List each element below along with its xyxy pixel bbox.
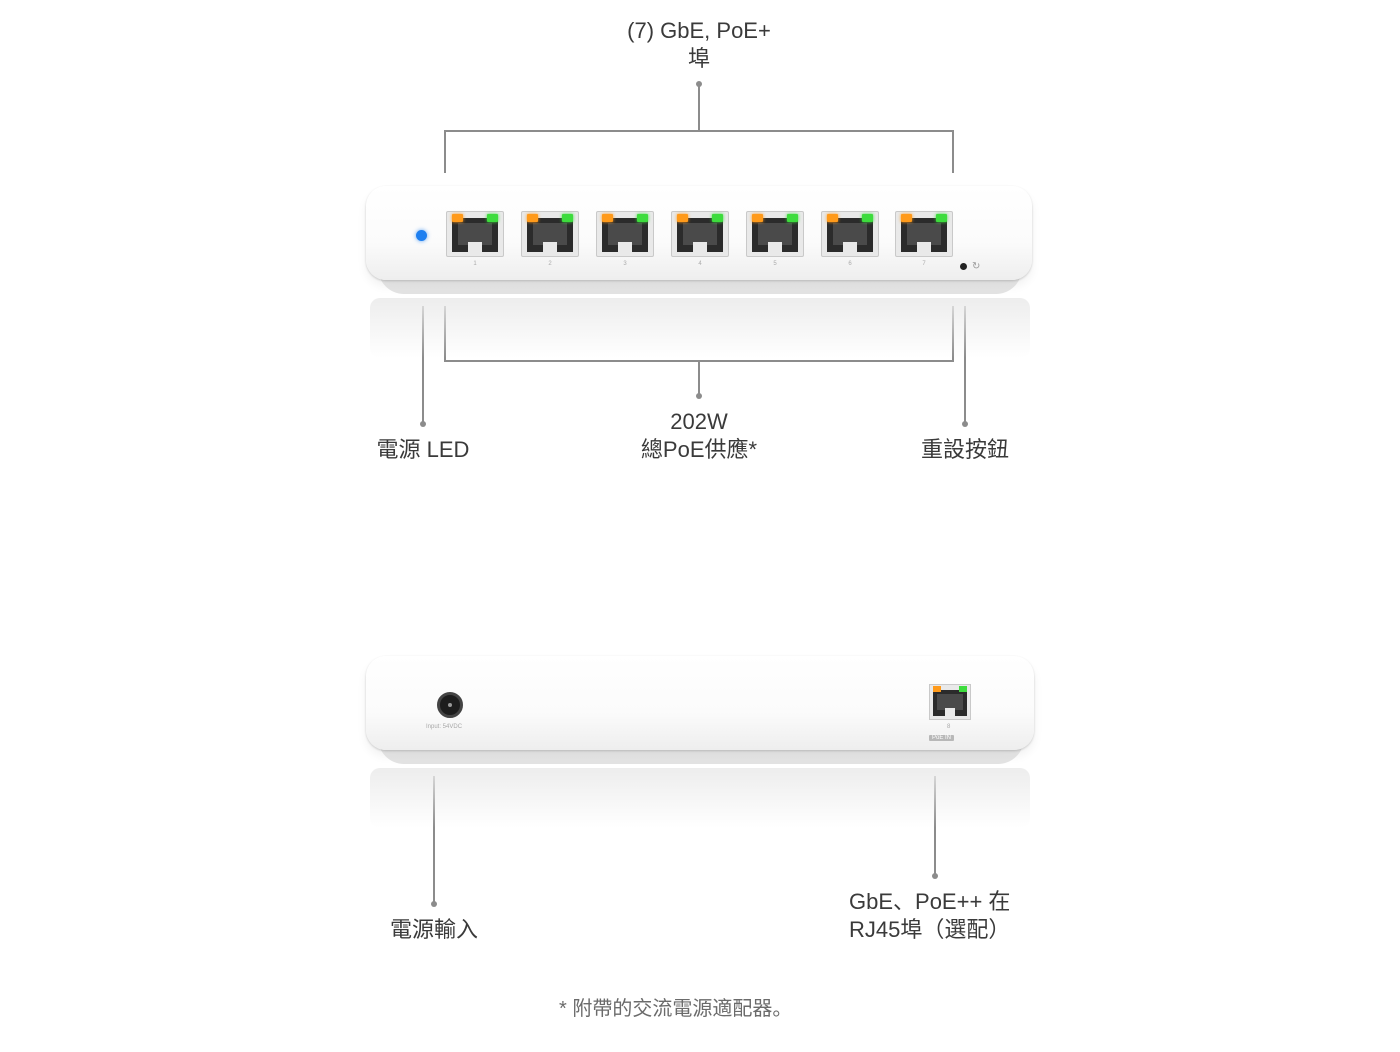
- poe-in-tag: PoE IN: [929, 735, 955, 741]
- dc-power-jack: [437, 692, 463, 718]
- ports-callout-label: (7) GbE, PoE+ 埠: [599, 17, 799, 73]
- port-6: [821, 211, 879, 257]
- power-input-label: 電源輸入: [389, 917, 478, 942]
- port-number-3: 3: [623, 261, 627, 267]
- rear-device-body: [366, 656, 1034, 750]
- port-2: [521, 211, 579, 257]
- front-reflection: [370, 298, 1030, 358]
- uplink-label: GbE、PoE++ 在 RJ45埠（選配）: [849, 888, 1069, 944]
- rear-reflection: [370, 768, 1030, 828]
- poe-budget-label: 202W 總PoE供應*: [599, 408, 799, 464]
- uplink-port: [929, 684, 971, 720]
- port-5: [746, 211, 804, 257]
- power-led: [416, 230, 427, 241]
- port-number-4: 4: [698, 261, 702, 267]
- uplink-port-number: 8: [947, 724, 951, 730]
- ports-callout-line2: 埠: [687, 46, 710, 71]
- power-led-label: 電源 LED: [376, 437, 470, 462]
- input-voltage-text: Input: 54VDC: [426, 724, 463, 730]
- port-number-7: 7: [922, 261, 926, 267]
- port-7: [895, 211, 953, 257]
- uplink-label-line2: RJ45埠（選配）: [849, 917, 1011, 942]
- reset-button: [960, 263, 967, 270]
- port-number-5: 5: [773, 261, 777, 267]
- ports-callout-line1: (7) GbE, PoE+: [627, 18, 771, 43]
- port-1: [446, 211, 504, 257]
- poe-budget-line1: 202W: [670, 409, 728, 434]
- reset-label: 重設按鈕: [920, 437, 1009, 462]
- port-number-1: 1: [473, 261, 477, 267]
- port-4: [671, 211, 729, 257]
- port-number-6: 6: [848, 261, 852, 267]
- port-3: [596, 211, 654, 257]
- uplink-label-line1: GbE、PoE++ 在: [849, 889, 1011, 914]
- poe-budget-line2: 總PoE供應*: [640, 437, 758, 462]
- port-number-2: 2: [548, 261, 552, 267]
- reset-icon: ↻: [972, 261, 981, 272]
- footnote: * 附帶的交流電源適配器。: [559, 998, 793, 1020]
